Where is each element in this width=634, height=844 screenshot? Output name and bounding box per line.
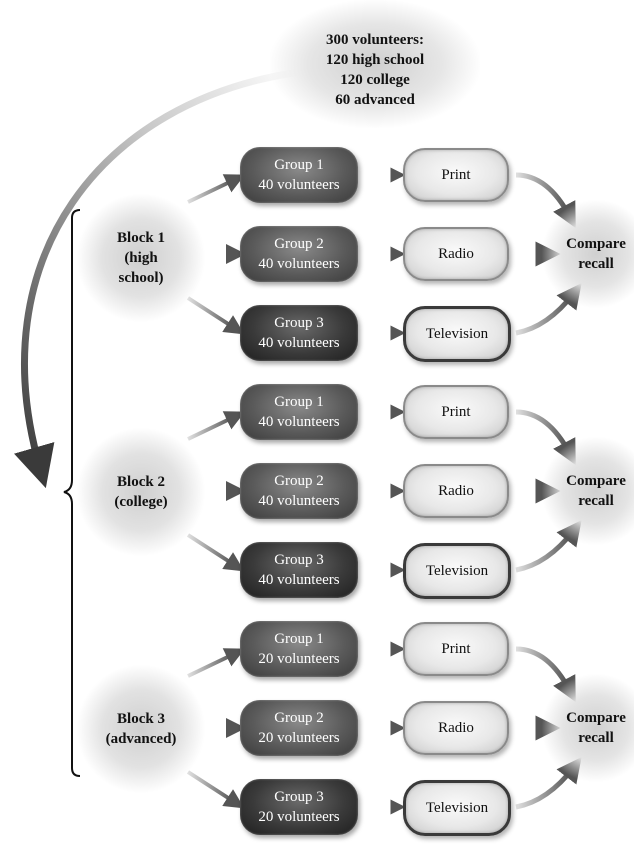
block-3-medium-television: Television xyxy=(403,780,511,836)
medium-label: Television xyxy=(425,562,489,579)
block-1-node: Block 1 (high school) xyxy=(76,193,206,323)
group-name: Group 3 xyxy=(274,789,324,805)
block-3-node: Block 3 (advanced) xyxy=(76,664,206,794)
block-3-to-group-3-arrow xyxy=(186,770,245,809)
group-count: 20 volunteers xyxy=(258,809,340,825)
block-3-group-2: Group 2 20 volunteers xyxy=(240,700,358,756)
volunteer-summary: 300 volunteers: 120 high school 120 coll… xyxy=(270,0,480,128)
compare-line: recall xyxy=(578,493,614,509)
block-label-line: Block 1 xyxy=(117,230,165,246)
compare-line: Compare xyxy=(566,473,626,489)
block-3-medium-radio: Radio xyxy=(403,701,509,755)
compare-line: Compare xyxy=(566,236,626,252)
group-name: Group 2 xyxy=(274,473,324,489)
summary-total: 300 volunteers: xyxy=(326,32,424,48)
block-3-to-group-1-arrow xyxy=(187,648,246,678)
block-3-group-1: Group 1 20 volunteers xyxy=(240,621,358,677)
group-count: 40 volunteers xyxy=(258,177,340,193)
group-count: 20 volunteers xyxy=(258,651,340,667)
block-1-to-group-3-arrow xyxy=(186,296,245,335)
summary-advanced: 60 advanced xyxy=(335,92,415,108)
group-count: 40 volunteers xyxy=(258,414,340,430)
block-1-group-3: Group 3 40 volunteers xyxy=(240,305,358,361)
block-2-group-2: Group 2 40 volunteers xyxy=(240,463,358,519)
block-3-group-3: Group 3 20 volunteers xyxy=(240,779,358,835)
block-label-line: school) xyxy=(118,270,164,286)
group-count: 40 volunteers xyxy=(258,335,340,351)
summary-college: 120 college xyxy=(340,72,410,88)
block-2-group-3: Group 3 40 volunteers xyxy=(240,542,358,598)
medium-label: Print xyxy=(441,166,471,183)
compare-line: recall xyxy=(578,256,614,272)
medium-label: Radio xyxy=(438,719,474,736)
block-1-compare-recall: Compare recall xyxy=(541,199,634,309)
group-name: Group 1 xyxy=(274,394,324,410)
block-2-compare-recall: Compare recall xyxy=(541,436,634,546)
group-name: Group 2 xyxy=(274,236,324,252)
group-count: 20 volunteers xyxy=(258,730,340,746)
block-label-line: (high xyxy=(124,250,158,266)
medium-label: Television xyxy=(425,325,489,342)
block-1-medium-radio: Radio xyxy=(403,227,509,281)
group-name: Group 3 xyxy=(274,552,324,568)
group-name: Group 1 xyxy=(274,157,324,173)
block-1-to-group-1-arrow xyxy=(187,174,246,204)
group-name: Group 3 xyxy=(274,315,324,331)
block-2-medium-television: Television xyxy=(403,543,511,599)
block-2-medium-print: Print xyxy=(403,385,509,439)
compare-line: Compare xyxy=(566,710,626,726)
block-2-medium-radio: Radio xyxy=(403,464,509,518)
compare-line: recall xyxy=(578,730,614,746)
medium-label: Print xyxy=(441,640,471,657)
group-count: 40 volunteers xyxy=(258,256,340,272)
block-label-line: Block 2 xyxy=(117,474,165,490)
block-3-medium-print: Print xyxy=(403,622,509,676)
block-2-node: Block 2 (college) xyxy=(76,427,206,557)
block-1-group-2: Group 2 40 volunteers xyxy=(240,226,358,282)
block-3-compare-recall: Compare recall xyxy=(541,673,634,783)
block-2-to-group-1-arrow xyxy=(187,411,246,441)
block-1-medium-print: Print xyxy=(403,148,509,202)
distribution-curve-arrow xyxy=(14,68,301,489)
block-2-to-group-3-arrow xyxy=(186,533,245,572)
block-1-group-1: Group 1 40 volunteers xyxy=(240,147,358,203)
summary-high-school: 120 high school xyxy=(325,52,425,68)
group-count: 40 volunteers xyxy=(258,572,340,588)
blocks-bracket xyxy=(63,209,81,777)
medium-label: Television xyxy=(425,799,489,816)
group-name: Group 2 xyxy=(274,710,324,726)
group-count: 40 volunteers xyxy=(258,493,340,509)
block-label-line: Block 3 xyxy=(117,711,165,727)
medium-label: Print xyxy=(441,403,471,420)
group-name: Group 1 xyxy=(274,631,324,647)
block-1-medium-television: Television xyxy=(403,306,511,362)
medium-label: Radio xyxy=(438,482,474,499)
medium-label: Radio xyxy=(438,245,474,262)
block-label-line: (advanced) xyxy=(105,731,177,747)
block-label-line: (college) xyxy=(114,494,168,510)
block-2-group-1: Group 1 40 volunteers xyxy=(240,384,358,440)
